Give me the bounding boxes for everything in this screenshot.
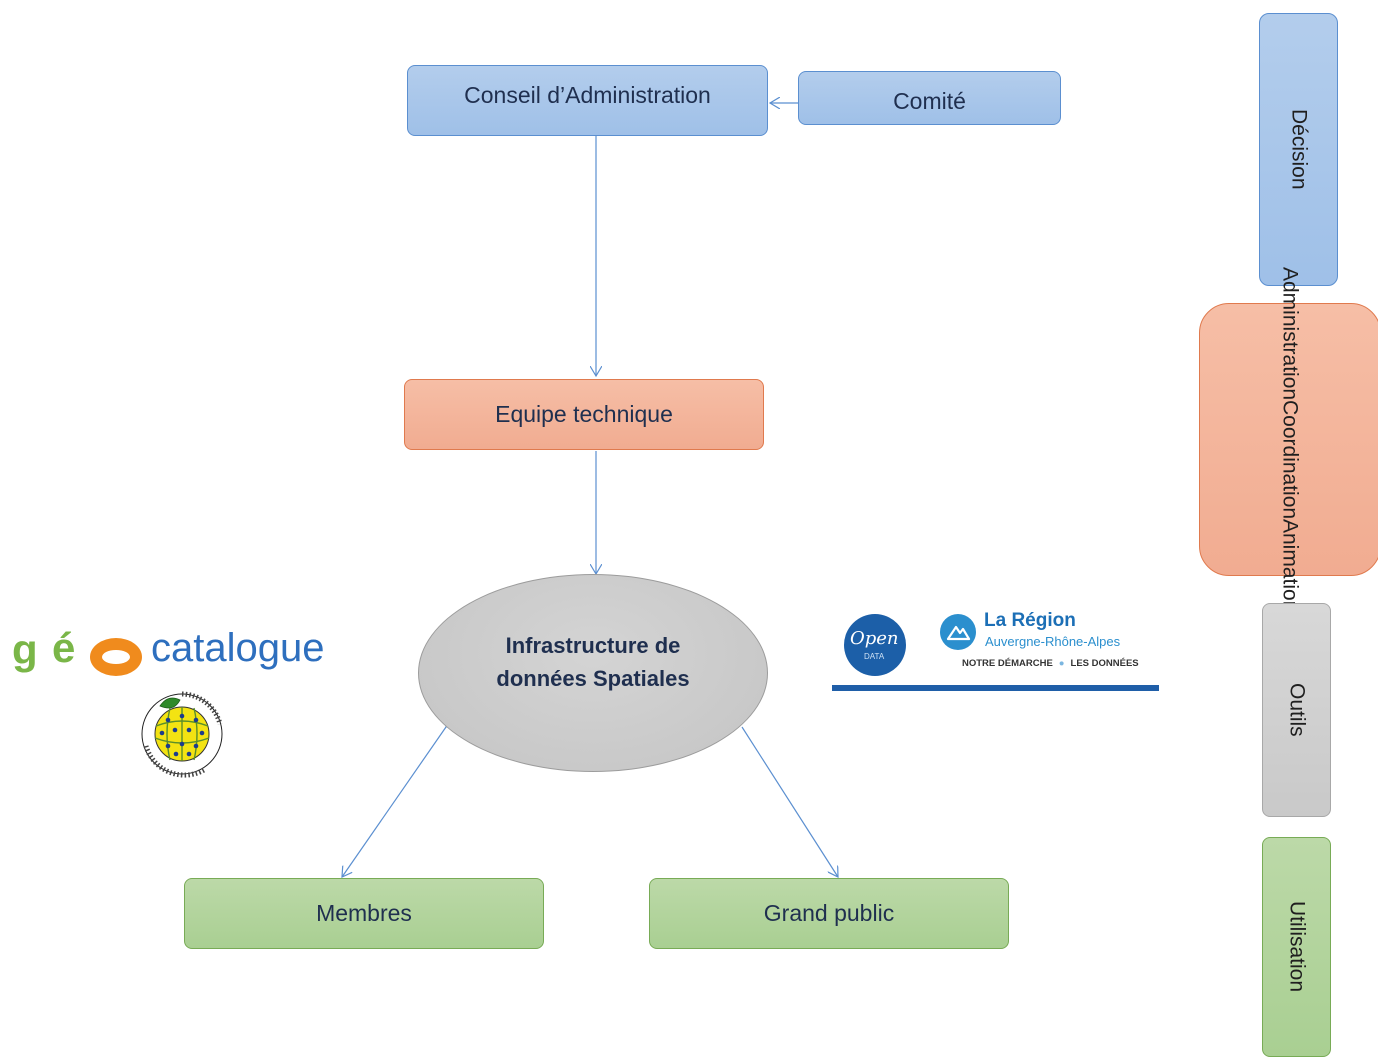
category-decision: Décision [1259,13,1338,286]
region-underline-bar [832,685,1159,691]
geocatalogue-logo: g é catalogue [12,624,352,682]
conseil-label: Conseil d’Administration [464,82,711,108]
category-admin-label-2: Coordination [1278,399,1302,519]
separator-dot-icon: ● [1058,658,1065,669]
opendata-sub-text: DATA [864,652,885,661]
arrow-ids-membres [342,727,446,877]
geo-logo-text: catalogue [151,626,325,670]
equipe-label: Equipe technique [495,401,673,427]
opendata-badge: Open DATA [844,614,906,676]
infrastructure-label-line2: données Spatiales [496,666,690,691]
public-label: Grand public [763,900,895,926]
region-link-donnees[interactable]: LES DONNÉES [1070,658,1139,669]
category-outils-label: Outils [1285,683,1309,737]
membres-node: Membres [184,878,544,949]
region-link-demarche[interactable]: NOTRE DÉMARCHE [962,658,1053,669]
conseil-administration-node: Conseil d’Administration [407,65,768,136]
mountain-icon [940,614,976,650]
infrastructure-ellipse-node: Infrastructure de données Spatiales [418,574,768,772]
arrow-ids-to-public [741,726,838,877]
region-nav-links: NOTRE DÉMARCHE ● LES DONNÉES [962,658,1139,669]
grand-public-node: Grand public [649,878,1009,949]
geo-logo-e: é [52,624,76,671]
category-decision-label: Décision [1287,109,1311,190]
membres-label: Membres [316,900,412,926]
category-utilisation-label: Utilisation [1285,901,1309,993]
comite-node: Comité [798,71,1061,125]
infrastructure-label: Infrastructure de données Spatiales [483,629,703,695]
category-utilisation: Utilisation [1262,837,1331,1057]
opendata-main-text: Open [850,628,899,649]
geo-logo-o-ring [90,638,142,676]
category-administration: Administration Coordination Animation [1199,267,1378,612]
category-outils: Outils [1262,603,1331,817]
category-admin-label-1: Administration [1278,266,1302,400]
equipe-technique-node: Equipe technique [404,379,764,450]
geo-logo-g: g [12,626,38,673]
region-opendata-logo: Open DATA La Région Auvergne-Rhône-Alpes… [832,610,1159,692]
infrastructure-label-line1: Infrastructure de [505,633,681,658]
comite-label: Comité [893,87,966,114]
inspire-logo [141,691,223,778]
region-name: La Région [984,610,1076,631]
category-admin-label-3: Animation [1278,518,1302,613]
region-subtitle: Auvergne-Rhône-Alpes [985,634,1121,649]
